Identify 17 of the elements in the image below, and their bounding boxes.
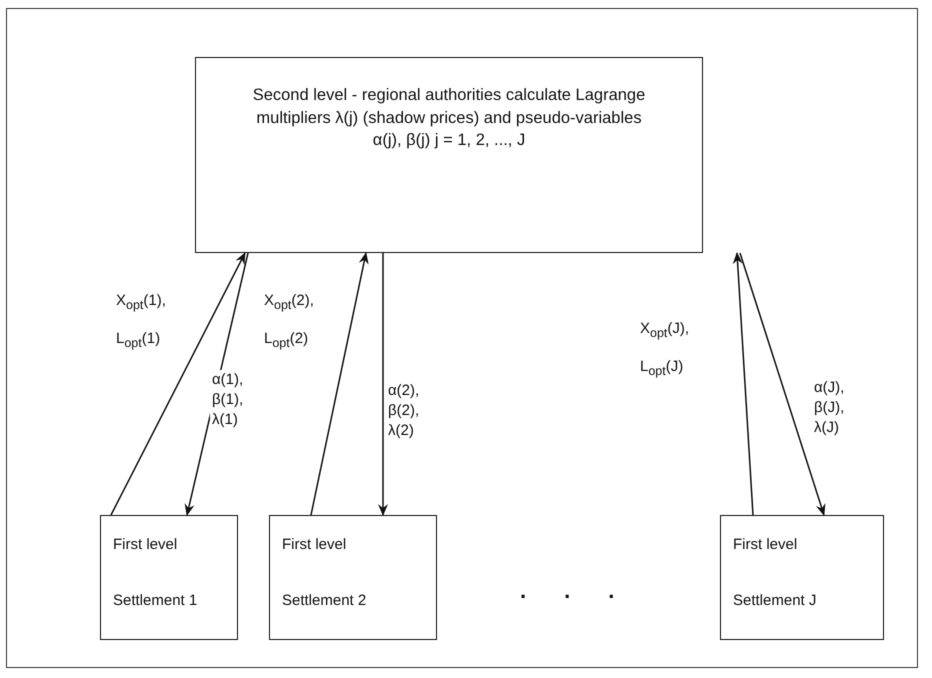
arrow	[110, 252, 246, 516]
ellipsis-dots: ...	[520, 578, 652, 604]
level-label: First level	[113, 536, 178, 553]
settlement-label: Settlement 2	[282, 592, 366, 609]
arrow	[378, 253, 388, 516]
authority-box	[195, 57, 703, 253]
box-text: Second level - regional authorities calculate Lagrange multipliers λ(j) (shadow prices) and pseudo-variables α(j), β(j) j = 1, 2, ..., J	[252, 85, 646, 151]
settlement-box	[100, 515, 238, 640]
level-label: First level	[282, 536, 346, 553]
arrow	[732, 252, 754, 516]
settlement-box	[269, 515, 437, 640]
arrow	[739, 252, 826, 516]
arrow	[310, 252, 369, 516]
settlement-label: Settlement 1	[113, 592, 198, 609]
level-label: First level	[733, 536, 798, 553]
settlement-box	[720, 515, 884, 640]
settlement-label: Settlement J	[733, 592, 816, 609]
